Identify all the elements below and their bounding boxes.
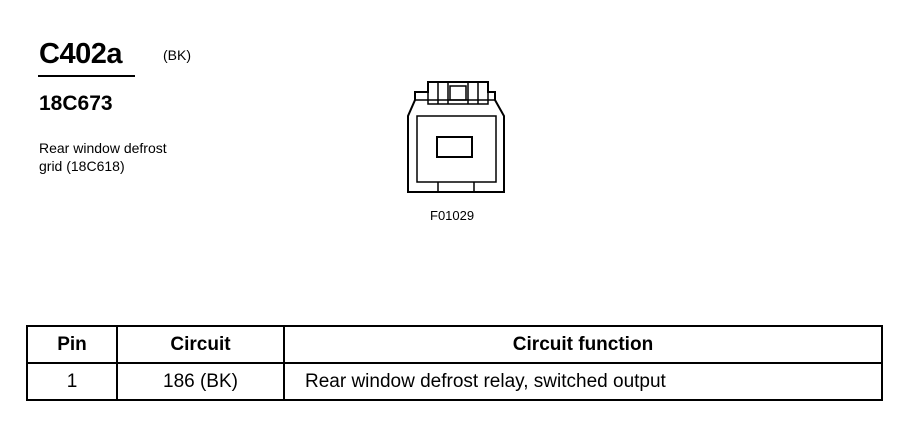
figure-id: F01029 [430, 208, 475, 223]
circuit-cell: 186 (BK) [116, 362, 285, 401]
title-underline [38, 75, 135, 77]
table-row: 1 186 (BK) Rear window defrost relay, sw… [26, 362, 883, 401]
description-line-2: grid (18C618) [39, 158, 125, 175]
pin-cavity [436, 136, 473, 158]
table-header-row: Pin Circuit Circuit function [26, 325, 883, 364]
function-cell: Rear window defrost relay, switched outp… [283, 362, 883, 401]
connector-id: C402a [39, 38, 122, 70]
part-number: 18C673 [39, 92, 113, 115]
connector-face-drawing [407, 81, 505, 193]
connector-color-code: (BK) [163, 47, 191, 63]
column-header-pin: Pin [26, 325, 118, 364]
pin-cell: 1 [26, 362, 118, 401]
description-line-1: Rear window defrost [39, 140, 167, 156]
component-description: Rear window defrost grid (18C618) [39, 139, 167, 175]
locking-tab [427, 82, 489, 105]
pin-table: Pin Circuit Circuit function 1 186 (BK) … [26, 325, 883, 401]
column-header-function: Circuit function [283, 325, 883, 364]
keying-notch [437, 182, 475, 192]
connector-housing-inner [416, 115, 497, 183]
column-header-circuit: Circuit [116, 325, 285, 364]
